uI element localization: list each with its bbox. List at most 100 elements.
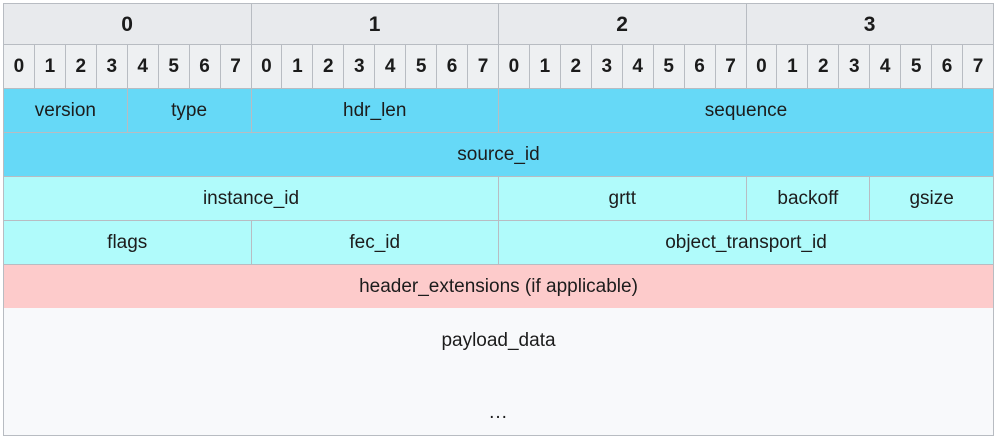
bit-offset-cell-17: 1	[528, 44, 561, 89]
bit-offset-cell-19: 3	[590, 44, 623, 89]
bit-offset-label: 3	[353, 56, 365, 77]
field-cell-gsize: gsize	[869, 176, 994, 221]
bit-offset-label: 0	[508, 56, 520, 77]
bit-offset-label: 6	[446, 56, 458, 77]
bit-offset-label: 7	[477, 56, 489, 77]
field-label: sequence	[704, 100, 788, 121]
byte-offset-label: 0	[121, 12, 134, 36]
bit-offset-cell-15: 7	[467, 44, 499, 89]
bit-offset-label: 1	[787, 56, 798, 77]
bit-offset-cell-0: 0	[3, 44, 35, 89]
bit-offset-cell-14: 6	[436, 44, 469, 89]
byte-offset-label: 2	[616, 12, 629, 36]
bit-offset-cell-1: 1	[33, 44, 66, 89]
field-label: grtt	[608, 188, 636, 209]
bit-offset-cell-29: 5	[900, 44, 933, 89]
field-cell-object-transport-id: object_transport_id	[498, 220, 994, 265]
field-label: hdr_len	[343, 100, 407, 121]
field-cell-header-extensions: header_extensions (if applicable)	[3, 264, 994, 309]
bit-offset-label: 5	[168, 56, 179, 77]
bit-offset-cell-28: 4	[869, 44, 902, 89]
bit-offset-cell-5: 5	[157, 44, 190, 89]
bit-offset-cell-30: 6	[931, 44, 964, 89]
field-label: source_id	[457, 144, 540, 165]
bit-offset-cell-6: 6	[188, 44, 221, 89]
bit-offset-cell-8: 0	[250, 44, 283, 89]
field-cell-source-id: source_id	[3, 132, 994, 177]
byte-offset-cell-2: 2	[498, 3, 747, 45]
bit-offset-cell-26: 2	[807, 44, 840, 89]
bit-offset-cell-13: 5	[405, 44, 438, 89]
bit-offset-label: 6	[941, 56, 953, 77]
bit-offset-label: 3	[106, 56, 118, 77]
field-label: version	[34, 100, 96, 121]
packet-field-row-1: source_id	[3, 132, 994, 177]
payload-region: payload_data ...	[3, 308, 994, 436]
bit-offset-label: 1	[292, 56, 303, 77]
bit-offset-label: 1	[539, 56, 551, 77]
bit-offset-cell-9: 1	[281, 44, 314, 89]
bit-offset-cell-23: 7	[714, 44, 747, 89]
bit-offset-label: 4	[137, 56, 148, 77]
packet-field-row-2: instance_id grtt backoff gsize	[3, 176, 994, 221]
bit-offset-cell-3: 3	[95, 44, 128, 89]
field-label: header_extensions (if applicable)	[359, 276, 638, 297]
bit-offset-cell-12: 4	[374, 44, 407, 89]
bit-offset-label: 0	[261, 56, 272, 77]
field-cell-instance-id: instance_id	[3, 176, 499, 221]
byte-offset-ruler-row: 0 1 2 3	[3, 3, 994, 45]
bit-offset-label: 0	[756, 56, 767, 77]
field-cell-version: version	[3, 88, 128, 133]
field-label: flags	[107, 232, 148, 253]
bit-offset-cell-4: 4	[126, 44, 159, 89]
bit-offset-label: 7	[230, 56, 241, 77]
bit-offset-label: 7	[725, 56, 736, 77]
field-label: gsize	[909, 188, 954, 209]
field-cell-type: type	[126, 88, 252, 133]
field-cell-hdr-len: hdr_len	[250, 88, 499, 133]
bit-offset-cell-11: 3	[343, 44, 376, 89]
bit-offset-cell-16: 0	[498, 44, 530, 89]
bit-offset-cell-2: 2	[64, 44, 97, 89]
packet-field-row-4: header_extensions (if applicable)	[3, 264, 994, 309]
bit-offset-cell-21: 5	[652, 44, 685, 89]
bit-offset-cell-10: 2	[312, 44, 345, 89]
bit-offset-cell-20: 4	[621, 44, 654, 89]
field-cell-sequence: sequence	[498, 88, 994, 133]
bit-offset-label: 2	[818, 56, 829, 77]
packet-field-row-0: version type hdr_len sequence	[3, 88, 994, 133]
field-label: fec_id	[349, 232, 401, 253]
field-cell-fec-id: fec_id	[250, 220, 499, 265]
bit-offset-label: 4	[879, 56, 891, 77]
field-label: instance_id	[202, 188, 300, 209]
field-label: type	[171, 100, 208, 121]
field-cell-backoff: backoff	[745, 176, 871, 221]
field-cell-flags: flags	[3, 220, 252, 265]
bit-offset-label: 6	[199, 56, 210, 77]
field-label: object_transport_id	[665, 232, 827, 253]
bit-offset-label: 5	[663, 56, 674, 77]
bit-offset-label: 1	[44, 56, 56, 77]
bit-offset-label: 2	[570, 56, 582, 77]
payload-continuation-ellipsis: ...	[489, 402, 508, 423]
bit-offset-label: 3	[848, 56, 860, 77]
byte-offset-cell-0: 0	[3, 3, 252, 45]
field-label: backoff	[777, 188, 839, 209]
bit-offset-label: 7	[972, 56, 984, 77]
bit-offset-label: 2	[75, 56, 87, 77]
bit-offset-label: 2	[323, 56, 334, 77]
bit-offset-label: 5	[910, 56, 922, 77]
field-cell-grtt: grtt	[498, 176, 747, 221]
bit-offset-label: 6	[694, 56, 705, 77]
bit-offset-cell-31: 7	[962, 44, 994, 89]
byte-offset-cell-3: 3	[745, 3, 994, 45]
packet-field-row-3: flags fec_id object_transport_id	[3, 220, 994, 265]
bit-offset-cell-24: 0	[745, 44, 778, 89]
bit-offset-cell-18: 2	[559, 44, 592, 89]
bit-offset-label: 4	[384, 56, 396, 77]
byte-offset-cell-1: 1	[250, 3, 499, 45]
byte-offset-label: 1	[368, 12, 381, 36]
payload-data-label: payload_data	[441, 330, 556, 351]
